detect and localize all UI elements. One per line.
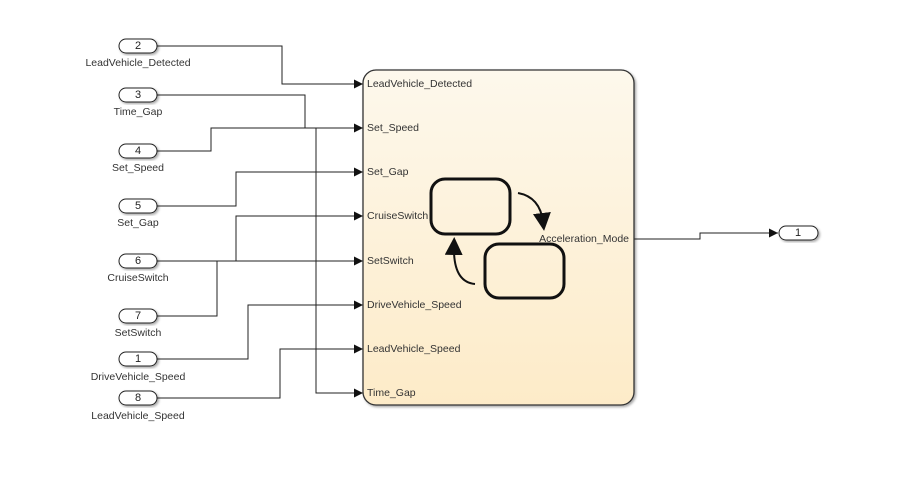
chart-block-body[interactable] — [362, 69, 635, 406]
inport-number: 2 — [135, 40, 141, 52]
transition-arrow-down-icon — [517, 192, 551, 231]
inport-set-gap[interactable]: 5 Set_Gap — [117, 198, 159, 229]
inport-label: Set_Speed — [112, 162, 164, 174]
input-port-label: Set_Speed — [367, 122, 419, 134]
inport-set-speed[interactable]: 4 Set_Speed — [112, 143, 164, 174]
inport-number: 3 — [135, 89, 141, 101]
wire-leadvehicle-detected[interactable] — [157, 45, 363, 89]
inport-number: 1 — [135, 353, 141, 365]
input-port-label: SetSwitch — [367, 255, 414, 267]
input-port-label: LeadVehicle_Speed — [367, 343, 461, 355]
inport-label: LeadVehicle_Speed — [91, 410, 185, 422]
inport-number: 8 — [135, 392, 141, 404]
outport-number: 1 — [795, 227, 801, 239]
inport-label: Set_Gap — [117, 217, 159, 229]
inport-leadvehicle-speed[interactable]: 8 LeadVehicle_Speed — [91, 390, 185, 422]
state-a-icon — [429, 177, 512, 236]
inport-label: CruiseSwitch — [107, 272, 168, 284]
inport-label: Time_Gap — [114, 106, 163, 118]
wire-set-gap[interactable] — [157, 167, 363, 207]
wire-cruiseswitch[interactable] — [157, 211, 363, 262]
input-port-label: LeadVehicle_Detected — [367, 78, 472, 90]
input-port-label: Time_Gap — [367, 387, 416, 399]
wire-acceleration-mode[interactable] — [634, 228, 778, 240]
state-transition-icon — [429, 177, 566, 300]
chart-input-labels: LeadVehicle_Detected Set_Speed Set_Gap C… — [367, 78, 472, 399]
inport-time-gap[interactable]: 3 Time_Gap — [114, 87, 163, 118]
input-port-label: DriveVehicle_Speed — [367, 299, 462, 311]
signal-lines — [157, 45, 778, 399]
inport-leadvehicle-detected[interactable]: 2 LeadVehicle_Detected — [85, 38, 191, 69]
wire-setswitch[interactable] — [157, 256, 363, 317]
input-port-label: CruiseSwitch — [367, 210, 428, 222]
wire-set-speed[interactable] — [157, 123, 363, 152]
inport-cruiseswitch[interactable]: 6 CruiseSwitch — [107, 253, 169, 284]
inport-number: 7 — [135, 310, 141, 322]
wire-time-gap[interactable] — [157, 94, 363, 398]
inport-number: 4 — [135, 145, 141, 157]
inport-label: DriveVehicle_Speed — [91, 371, 186, 383]
inports: 2 LeadVehicle_Detected 3 Time_Gap 4 Set_… — [85, 38, 191, 422]
state-b-icon — [483, 242, 566, 300]
wire-leadvehicle-speed[interactable] — [157, 344, 363, 399]
inport-drivevehicle-speed[interactable]: 1 DriveVehicle_Speed — [91, 351, 186, 383]
stateflow-chart-block[interactable]: LeadVehicle_Detected Set_Speed Set_Gap C… — [362, 69, 635, 406]
input-port-label: Set_Gap — [367, 166, 409, 178]
inport-number: 6 — [135, 255, 141, 267]
inport-number: 5 — [135, 200, 141, 212]
output-port-label: Acceleration_Mode — [539, 233, 629, 245]
inport-label: LeadVehicle_Detected — [85, 57, 190, 69]
inport-label: SetSwitch — [115, 327, 162, 339]
transition-arrow-up-icon — [444, 237, 476, 285]
outport-acceleration-mode[interactable]: 1 — [778, 225, 819, 241]
inport-setswitch[interactable]: 7 SetSwitch — [115, 308, 162, 339]
wire-drivevehicle-speed[interactable] — [157, 300, 363, 360]
